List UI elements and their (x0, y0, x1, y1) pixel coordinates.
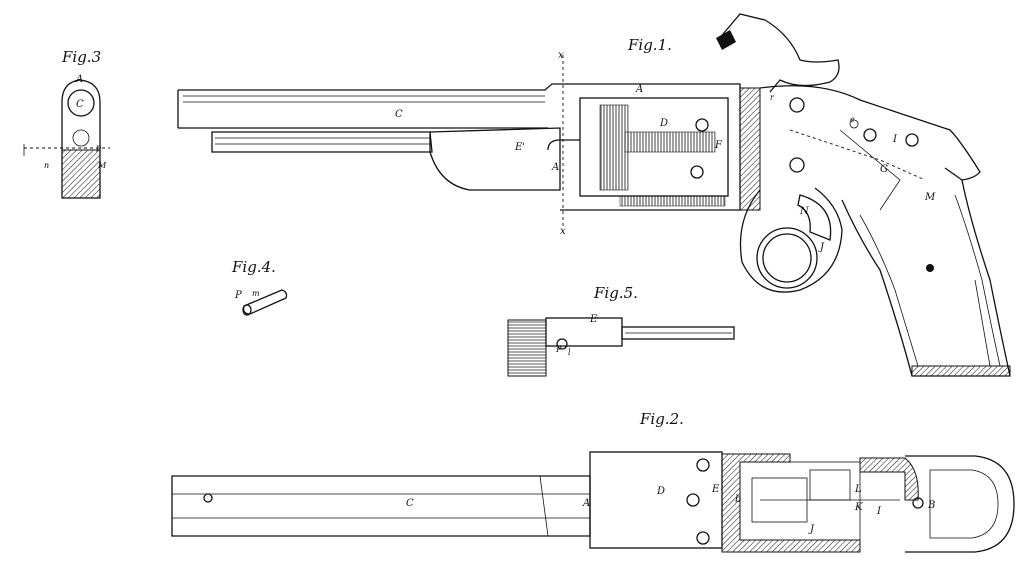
fig1-label-I: I (892, 134, 898, 145)
fig2-label-E: E (711, 484, 720, 495)
fig2-label-I: I (876, 506, 882, 517)
fig1-label-A-top: A (635, 84, 643, 95)
fig3-body (61, 79, 101, 199)
fig2-label-J: J (808, 524, 815, 535)
fig3-title: Fig.3 (61, 48, 101, 66)
fig1-label-J: J (818, 242, 825, 253)
fig2-barrel (171, 475, 591, 537)
fig1-label-r: r (770, 93, 775, 102)
fig1: Fig.1. x x (177, 13, 1011, 377)
fig1-label-D: D (659, 118, 668, 129)
fig2-cylinder (589, 451, 723, 549)
fig3-label-n: n (44, 161, 49, 170)
fig5-frame-section (507, 319, 547, 377)
fig1-hammer (717, 13, 840, 93)
fig1-ring-outer (756, 227, 818, 289)
fig1-label-M: M (924, 192, 936, 203)
fig4-label-m: m (252, 289, 260, 298)
fig2-label-C: C (406, 498, 414, 509)
fig3-label-p: p (96, 143, 101, 152)
fig2-label-D: D (656, 486, 665, 497)
fig5-label-P: P (555, 345, 562, 354)
fig1-breech-section (739, 87, 761, 211)
fig2-mechanism (739, 461, 861, 541)
fig3-bore-circle (67, 89, 95, 117)
fig1-grip (841, 179, 1011, 377)
fig2-frame-section (721, 453, 861, 553)
fig3-label-M: M (97, 161, 107, 170)
fig2-label-B: B (927, 500, 935, 511)
fig5-label-E: E (589, 314, 598, 325)
fig2-label-A: A (582, 498, 590, 509)
fig1-label-x-top: x (558, 50, 564, 61)
fig4-pin (242, 289, 288, 315)
fig1-label-C: C (395, 109, 403, 120)
fig1-cylinder-chamber (624, 131, 716, 153)
fig1-frame-top (759, 85, 981, 181)
fig5-rod (621, 326, 735, 340)
fig1-trigger (797, 194, 832, 241)
fig1-label-e: e (850, 115, 855, 124)
fig3-label-C: C (76, 99, 84, 110)
fig3-hatched-section (61, 149, 101, 199)
fig2: Fig.2. C A D E b L K I B J (171, 410, 1015, 553)
fig2-label-K: K (854, 502, 863, 513)
fig1-title: Fig.1. (627, 36, 672, 54)
fig1-label-x-bot: x (560, 226, 566, 237)
fig1-grip-butt (911, 365, 1011, 377)
fig2-label-b: b (735, 494, 741, 505)
fig4-label-P: P (234, 290, 242, 301)
fig1-label-F: F (714, 140, 723, 151)
fig1-ring-inner (762, 233, 812, 283)
fig1-label-A-cyl: A (551, 162, 559, 173)
fig3-pin-circle (72, 129, 90, 147)
fig1-barrel-top (178, 83, 741, 211)
fig5-label-l: l (568, 348, 571, 357)
fig2-grip (905, 455, 1015, 553)
fig5: Fig.5. E P l (507, 284, 735, 377)
fig4: Fig.4. P m (231, 258, 288, 316)
fig1-lever (429, 127, 561, 191)
fig1-trigger-guard (739, 187, 843, 293)
fig3-label-A: A (75, 74, 83, 85)
fig1-rammer-rod (211, 131, 433, 153)
fig2-title: Fig.2. (639, 410, 684, 428)
fig4-title: Fig.4. (231, 258, 276, 276)
fig5-title: Fig.5. (593, 284, 638, 302)
fig1-label-N: N (799, 206, 810, 217)
fig1-label-G: G (880, 164, 888, 175)
fig1-label-E1: E' (514, 142, 525, 153)
fig3: Fig.3 A C n M p (23, 48, 110, 199)
fig2-label-L: L (854, 484, 862, 495)
